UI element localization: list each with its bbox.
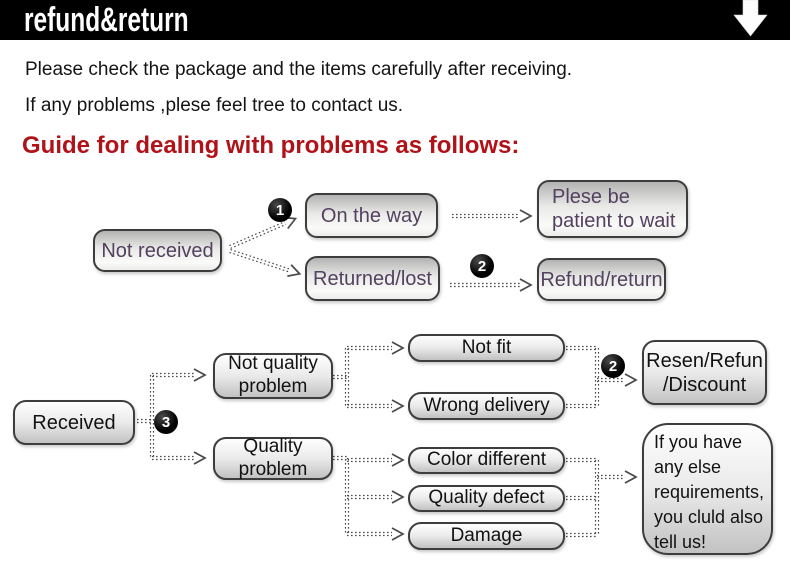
flow-node-refund-return: Refund/return (537, 258, 666, 301)
flow-node-not-fit: Not fit (408, 334, 565, 362)
flow-node-note: If you have any else requirements, you c… (642, 423, 773, 555)
flow-node-quality-defect: Quality defect (408, 485, 565, 512)
step-badge-3: 3 (154, 410, 178, 434)
down-arrow-icon (733, 0, 768, 37)
page-title: refund&return (24, 1, 189, 39)
flow-node-on-the-way: On the way (305, 193, 438, 238)
flow-node-quality-problem: Quality problem (213, 436, 333, 480)
flow-node-damage: Damage (408, 522, 565, 550)
flow-node-received: Received (13, 400, 135, 445)
flow-node-plese-be-patient: Plese be patient to wait (537, 180, 688, 238)
flow-node-wrong-delivery: Wrong delivery (408, 392, 565, 420)
flow-node-color-different: Color different (408, 447, 565, 474)
step-badge-1: 1 (268, 198, 292, 222)
header-bar: refund&return (0, 0, 790, 40)
step-badge-2b: 2 (601, 354, 625, 378)
guide-heading: Guide for dealing with problems as follo… (22, 132, 520, 159)
step-badge-2: 2 (470, 254, 494, 278)
intro-line-1: Please check the package and the items c… (25, 59, 573, 80)
flow-node-not-received: Not received (93, 229, 222, 272)
flow-node-not-quality-problem: Not quality problem (213, 353, 333, 399)
intro-line-2: If any problems ,plese feel tree to cont… (25, 95, 404, 116)
flow-node-resen-refun-discount: Resen/Refun /Discount (642, 340, 767, 405)
flow-node-returned-lost: Returned/lost (305, 256, 440, 301)
